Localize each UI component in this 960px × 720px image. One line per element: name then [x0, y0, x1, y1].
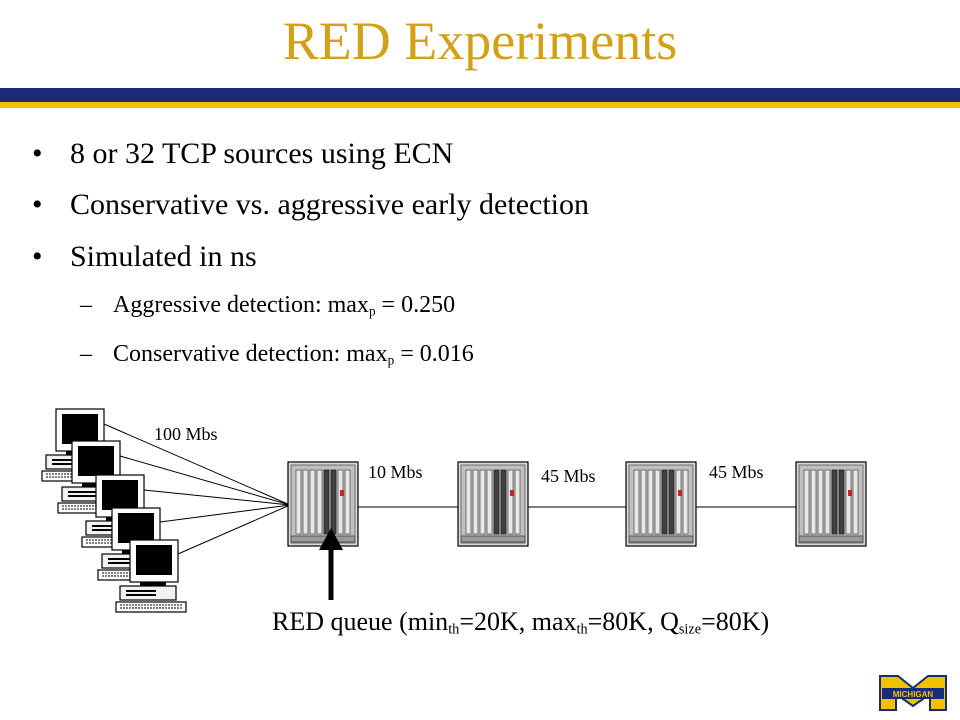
header-bar-gold: [0, 102, 960, 108]
slide-title: RED Experiments: [282, 11, 678, 71]
link-label-10mbs: 10 Mbs: [368, 462, 423, 482]
bullet-text: Simulated in ns: [70, 240, 257, 273]
router: [795, 461, 867, 547]
host-link: [159, 504, 291, 523]
link-label-45mbs: 45 Mbs: [709, 462, 764, 482]
bullet-item: • Conservative vs. aggressive early detec…: [32, 187, 589, 223]
link-label-45mbs: 45 Mbs: [541, 466, 596, 486]
sub-subscript: p: [387, 352, 395, 368]
sub-value: = 0.250: [375, 292, 456, 318]
sub-marker: –: [80, 292, 92, 318]
arrow-head: [319, 528, 343, 550]
sub-subscript: p: [368, 303, 376, 319]
red-queue-caption: RED queue (minth=20K, maxth=80K, Qsize=8…: [272, 607, 770, 638]
michigan-logo: MICHIGAN: [879, 675, 947, 711]
svg-text:MICHIGAN: MICHIGAN: [893, 690, 934, 699]
bullet-marker: •: [32, 188, 43, 221]
sub-bullet-item: –Aggressive detection: maxp = 0.250: [80, 290, 455, 326]
router: [457, 461, 529, 547]
router: [287, 461, 359, 547]
host-link: [143, 489, 291, 506]
bullet-text: 8 or 32 TCP sources using ECN: [70, 137, 454, 170]
sub-value: = 0.016: [394, 341, 474, 367]
bullet-marker: •: [32, 240, 43, 273]
bullet-text: Conservative vs. aggressive early detect…: [70, 188, 589, 221]
sub-marker: –: [80, 341, 92, 367]
bullet-item: • Simulated in ns: [32, 239, 257, 275]
sub-text: Conservative detection: max: [113, 341, 388, 367]
bullet-marker: •: [32, 137, 43, 170]
bullet-item: • 8 or 32 TCP sources using ECN: [32, 136, 453, 172]
link-label-100mbs: 100 Mbs: [154, 424, 218, 444]
host-link: [119, 455, 291, 506]
header-bar-blue: [0, 88, 960, 102]
sub-text: Aggressive detection: max: [113, 292, 369, 318]
router: [625, 461, 697, 547]
host-link: [177, 504, 291, 555]
sub-bullet-item: –Conservative detection: maxp = 0.016: [80, 339, 474, 375]
host-link: [103, 423, 291, 506]
